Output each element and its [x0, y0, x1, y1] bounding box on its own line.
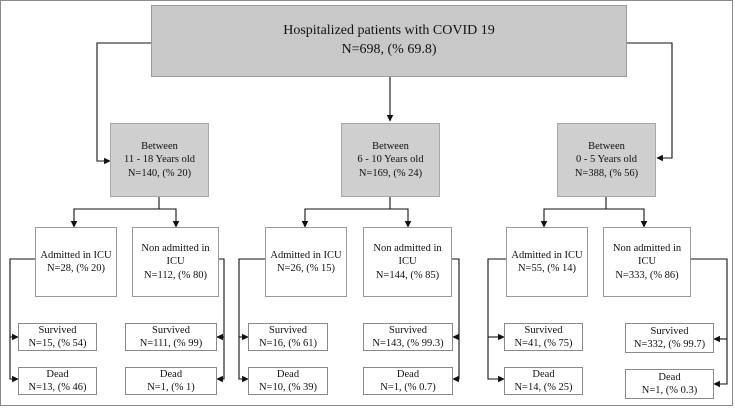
icu-admitted-0-5: Admitted in ICU N=55, (% 14) [506, 227, 588, 297]
icu-survived-6-10: Survived N=16, (% 61) [248, 323, 328, 351]
root-title: Hospitalized patients with COVID 19 [283, 23, 495, 39]
edge-age2-split [301, 197, 391, 228]
outcome-count: N=1, (% 1) [147, 382, 195, 393]
non-icu-dead-0-5: Dead N=1, (% 0.3) [625, 369, 714, 399]
outcome-label: Dead [396, 368, 420, 380]
edge-age3-split [540, 197, 607, 228]
age-group-6-10: Between 6 - 10 Years old N=169, (% 24) [341, 123, 440, 197]
edge-icu3-outcomes [487, 258, 506, 383]
non-icu-label-2: ICU [398, 256, 417, 268]
age-group-label: Between [141, 141, 178, 153]
icu-label: Admitted in ICU [40, 249, 112, 261]
outcome-label: Survived [650, 325, 689, 337]
outcome-count: N=16, (% 61) [258, 338, 318, 349]
outcome-label: Survived [152, 324, 190, 336]
outcome-count: N=41, (% 75) [514, 338, 573, 349]
outcome-label: Dead [159, 368, 183, 380]
icu-count: N=26, (% 15) [276, 263, 336, 274]
edge-icu1-outcomes [9, 258, 35, 383]
non-icu-dead-11-18: Dead N=1, (% 1) [125, 367, 217, 395]
age-group-count: N=388, (% 56) [574, 167, 639, 179]
icu-survived-11-18: Survived N=15, (% 54) [18, 323, 97, 351]
non-icu-label: Non admitted in [373, 243, 442, 255]
edge-age3-split-right [606, 208, 648, 228]
non-icu-survived-6-10: Survived N=143, (% 99.3) [363, 323, 453, 351]
non-icu-count: N=144, (% 85) [375, 269, 440, 281]
edge-nonicu3-outcomes [691, 258, 728, 388]
outcome-count: N=111, (% 99) [139, 338, 203, 349]
outcome-label: Survived [269, 324, 307, 336]
non-icu-6-10: Non admitted in ICU N=144, (% 85) [363, 227, 452, 297]
age-group-count: N=169, (% 24) [358, 167, 423, 179]
outcome-count: N=1, (% 0.3) [641, 385, 698, 396]
non-icu-count: N=112, (% 80) [144, 269, 207, 281]
outcome-label: Survived [524, 324, 563, 336]
outcome-count: N=14, (% 25) [514, 382, 573, 393]
outcome-count: N=13, (% 46) [28, 382, 87, 393]
non-icu-11-18: Non admitted in ICU N=112, (% 80) [132, 227, 219, 297]
non-icu-survived-11-18: Survived N=111, (% 99) [125, 323, 217, 351]
outcome-count: N=332, (% 99.7) [633, 339, 706, 350]
root-node: Hospitalized patients with COVID 19 N=69… [151, 5, 627, 77]
icu-survived-0-5: Survived N=41, (% 75) [504, 323, 583, 351]
icu-dead-6-10: Dead N=10, (% 39) [248, 367, 328, 395]
age-group-label: Between [588, 141, 625, 153]
edge-age1-split-right [159, 208, 180, 228]
non-icu-count: N=333, (% 86) [615, 269, 679, 281]
root-count: N=698, (% 69.8) [341, 42, 437, 57]
outcome-count: N=15, (% 54) [28, 338, 87, 349]
non-icu-0-5: Non admitted in ICU N=333, (% 86) [603, 227, 691, 297]
non-icu-label-2: ICU [637, 256, 657, 268]
icu-count: N=28, (% 20) [46, 263, 106, 274]
age-group-range: 0 - 5 Years old [576, 154, 637, 166]
age-group-11-18: Between 11 - 18 Years old N=140, (% 20) [110, 123, 209, 197]
non-icu-label: Non admitted in [141, 243, 210, 255]
edge-nonicu1-outcomes [216, 258, 225, 383]
outcome-label: Survived [38, 324, 77, 336]
non-icu-label-2: ICU [166, 256, 185, 268]
edge-root-to-age-11-18 [96, 42, 151, 165]
edge-icu2-outcomes [238, 258, 265, 383]
icu-label: Admitted in ICU [511, 249, 583, 261]
edge-root-to-age-0-5 [627, 42, 673, 162]
outcome-count: N=10, (% 39) [258, 382, 318, 393]
age-group-label: Between [372, 141, 409, 153]
edge-nonicu2-outcomes [452, 258, 460, 383]
age-group-range: 6 - 10 Years old [357, 154, 424, 166]
outcome-label: Survived [389, 324, 427, 336]
icu-dead-0-5: Dead N=14, (% 25) [504, 367, 583, 395]
outcome-label: Dead [532, 368, 555, 380]
outcome-count: N=1, (% 0.7) [380, 382, 436, 393]
edge-age1-split [70, 197, 160, 228]
outcome-count: N=143, (% 99.3) [372, 338, 444, 349]
age-group-count: N=140, (% 20) [127, 167, 192, 179]
icu-admitted-6-10: Admitted in ICU N=26, (% 15) [265, 227, 347, 297]
non-icu-survived-0-5: Survived N=332, (% 99.7) [625, 323, 714, 353]
outcome-label: Dead [276, 368, 300, 380]
icu-count: N=55, (% 14) [517, 263, 577, 274]
edge-age2-split-right [390, 208, 412, 228]
age-group-range: 11 - 18 Years old [123, 154, 196, 166]
icu-admitted-11-18: Admitted in ICU N=28, (% 20) [35, 227, 117, 297]
outcome-label: Dead [46, 368, 69, 380]
outcome-label: Dead [658, 371, 681, 383]
icu-label: Admitted in ICU [270, 249, 342, 261]
icu-dead-11-18: Dead N=13, (% 46) [18, 367, 97, 395]
non-icu-dead-6-10: Dead N=1, (% 0.7) [363, 367, 453, 395]
non-icu-label: Non admitted in [612, 243, 682, 255]
age-group-0-5: Between 0 - 5 Years old N=388, (% 56) [557, 123, 656, 197]
